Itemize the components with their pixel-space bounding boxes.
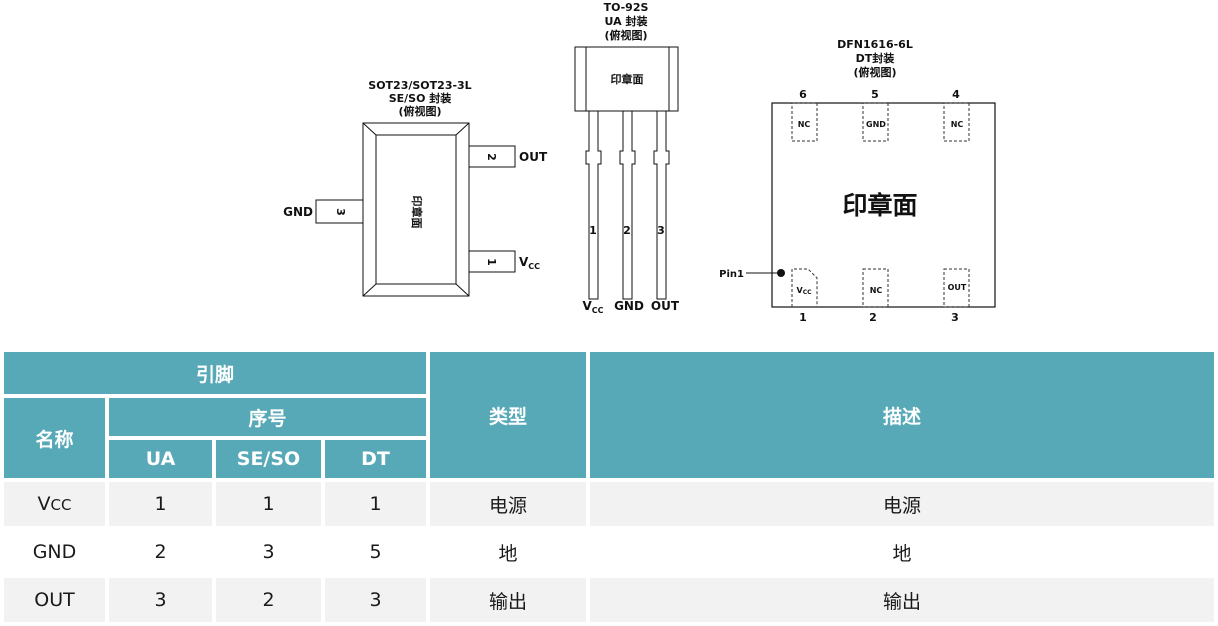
dfn-pin-6-number: 6 [799, 88, 807, 101]
cell-dt: 1 [325, 482, 427, 526]
to92s-pin-1-number: 1 [589, 224, 597, 237]
sot23-label-gnd: GND [283, 205, 313, 219]
cell-description: 电源 [590, 482, 1215, 526]
cell-ua: 1 [109, 482, 212, 526]
sot23-marking: 印章面 [410, 196, 424, 229]
cell-name: VCC [4, 482, 105, 526]
dfn-pin-1-number: 1 [799, 311, 807, 324]
dfn-pin-5-number: 5 [871, 88, 879, 101]
sot23-pin-2-number: 2 [485, 153, 498, 161]
to92s-title-line2: UA 封装 [605, 14, 648, 28]
dfn-pad-4-label: NC [951, 120, 964, 129]
dfn-title-line2: DT封装 [856, 51, 895, 65]
to92s-label-out: OUT [651, 299, 680, 313]
sot23-label-out: OUT [519, 150, 548, 164]
dfn-pad-5 [862, 102, 889, 142]
dfn-marking: 印章面 [842, 191, 917, 220]
dfn1616-package: DFN1616-6L DT封装 (俯视图) 6 5 4 NC GND NC 印章… [719, 38, 996, 324]
header-pin: 引脚 [4, 352, 427, 394]
dfn-pin-4-number: 4 [952, 88, 960, 101]
pin-description-table: 引脚 类型 描述 名称 序号 UA SE/SO DT VCC 1 1 1 电源 … [0, 348, 1218, 626]
cell-type: 电源 [430, 482, 587, 526]
header-type: 类型 [430, 352, 587, 478]
dfn-pad-5-label: GND [866, 120, 886, 129]
dfn-pin-2-number: 2 [869, 311, 877, 324]
table-row: VCC 1 1 1 电源 电源 [4, 482, 1215, 526]
sot23-pin-3 [315, 199, 364, 224]
sot23-package: SOT23/SOT23-3L SE/SO 封装 (俯视图) 2 3 1 印章面 … [283, 79, 548, 297]
header-ua: UA [109, 440, 212, 478]
pin1-dot-icon [777, 269, 785, 277]
cell-dt: 5 [325, 530, 427, 574]
sot23-pin-2 [468, 145, 516, 168]
to92s-pin-2-number: 2 [623, 224, 631, 237]
header-name: 名称 [4, 398, 105, 478]
cell-seso: 3 [216, 530, 321, 574]
to92s-pin-3-number: 3 [657, 224, 665, 237]
header-description: 描述 [590, 352, 1215, 478]
cell-name: GND [4, 530, 105, 574]
sot23-title-line2: SE/SO 封装 [389, 91, 452, 105]
dfn-pad-3 [943, 268, 970, 308]
pin1-label: Pin1 [719, 269, 744, 280]
sot23-label-vcc: VCC [519, 255, 540, 271]
sot23-title-line1: SOT23/SOT23-3L [368, 79, 471, 92]
to92s-package: TO-92S UA 封装 (俯视图) 印章面 1 2 3 VCC GND OUT [574, 1, 680, 315]
sot23-title-line3: (俯视图) [398, 104, 441, 118]
header-dt: DT [325, 440, 427, 478]
dfn-title-line1: DFN1616-6L [837, 38, 913, 51]
dfn-pin-3-number: 3 [951, 311, 959, 324]
dfn-pad-3-label: OUT [948, 283, 967, 292]
header-seso: SE/SO [216, 440, 321, 478]
cell-name: OUT [4, 578, 105, 622]
dfn-pad-2-label: NC [870, 286, 883, 295]
dfn-pad-4 [943, 102, 970, 142]
cell-type: 地 [430, 530, 587, 574]
cell-type: 输出 [430, 578, 587, 622]
sot23-pin-3-number: 3 [334, 208, 347, 216]
sot23-body-inner [375, 134, 457, 285]
dfn-title-line3: (俯视图) [853, 65, 896, 79]
cell-seso: 1 [216, 482, 321, 526]
cell-description: 地 [590, 530, 1215, 574]
to92s-lead-2 [619, 111, 636, 300]
to92s-label-vcc: VCC [582, 299, 603, 315]
dfn-pad-6-label: NC [798, 120, 811, 129]
dfn-pad-1-label: VCC [796, 286, 812, 296]
dfn-pad-6 [791, 102, 818, 142]
cell-description: 输出 [590, 578, 1215, 622]
cell-ua: 3 [109, 578, 212, 622]
dfn-pad-1 [791, 268, 818, 307]
table-row: OUT 3 2 3 输出 输出 [4, 578, 1215, 622]
cell-seso: 2 [216, 578, 321, 622]
table-row: GND 2 3 5 地 地 [4, 530, 1215, 574]
header-number: 序号 [109, 398, 427, 436]
to92s-label-gnd: GND [614, 299, 644, 313]
package-diagrams: SOT23/SOT23-3L SE/SO 封装 (俯视图) 2 3 1 印章面 … [283, 1, 996, 324]
to92s-title-line1: TO-92S [604, 1, 649, 14]
dfn-pad-2 [862, 268, 889, 308]
sot23-pin-1-number: 1 [485, 258, 498, 266]
to92s-lead-1 [585, 111, 602, 300]
sot23-pin-1 [468, 250, 516, 273]
to92s-body [574, 46, 679, 112]
to92s-marking: 印章面 [611, 72, 644, 86]
cell-dt: 3 [325, 578, 427, 622]
to92s-title-line3: (俯视图) [604, 28, 647, 42]
to92s-lead-3 [653, 111, 670, 300]
cell-ua: 2 [109, 530, 212, 574]
